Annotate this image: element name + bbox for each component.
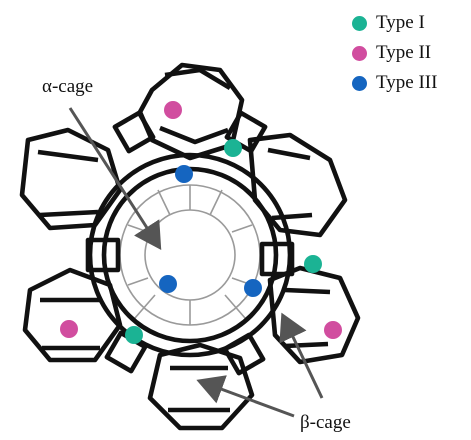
beta-cage-label: β-cage <box>300 412 351 433</box>
connector-rings <box>85 110 295 376</box>
type-ii-site <box>324 321 342 339</box>
legend-label: Type II <box>376 42 432 63</box>
legend-label: Type III <box>376 72 438 93</box>
legend-label: Type I <box>376 12 425 33</box>
type-i-site <box>125 326 143 344</box>
type-iii-site <box>159 275 177 293</box>
legend-item-type-i: Type I <box>352 8 437 38</box>
alpha-cage-label: α-cage <box>42 76 94 97</box>
type-iii-site <box>244 279 262 297</box>
beta-cage-arrow-2 <box>196 375 295 418</box>
type-ii-site <box>164 101 182 119</box>
beta-cage-right <box>267 265 361 365</box>
type-iii-site <box>175 165 193 183</box>
type-i-site <box>304 255 322 273</box>
type-ii-site <box>60 320 78 338</box>
beta-cage-top-left <box>19 127 123 231</box>
beta-cage-left <box>22 267 123 363</box>
type-ii-swatch <box>352 45 367 61</box>
legend: Type I Type II Type III <box>352 8 437 98</box>
annotation-arrows <box>68 107 324 418</box>
type-iii-swatch <box>352 75 367 91</box>
beta-cage-top-right <box>247 132 348 238</box>
cation-sites <box>60 101 342 344</box>
beta-cage-arrow-1 <box>279 312 324 399</box>
legend-item-type-iii: Type III <box>352 68 437 98</box>
alpha-cage-arrow <box>68 107 162 251</box>
alpha-cage-inner-structure <box>119 184 261 326</box>
type-i-site <box>224 139 242 157</box>
type-i-swatch <box>352 15 367 31</box>
legend-item-type-ii: Type II <box>352 38 437 68</box>
beta-cage-bottom <box>147 342 255 431</box>
